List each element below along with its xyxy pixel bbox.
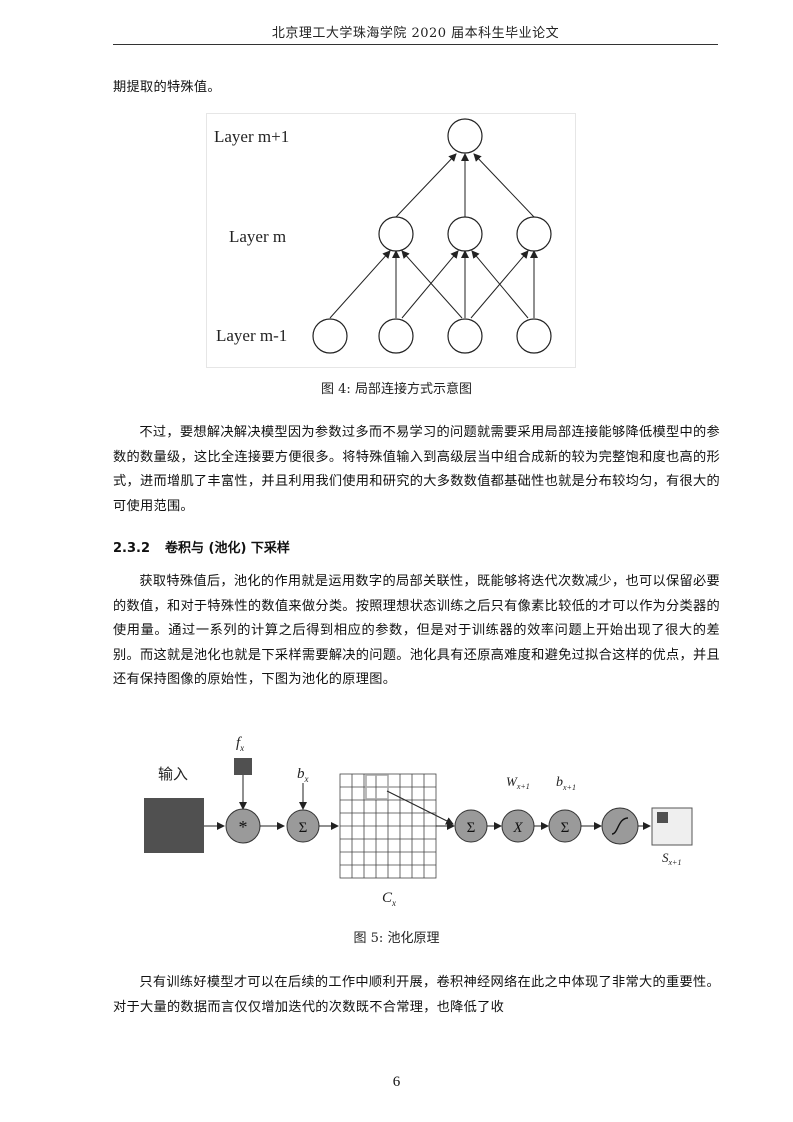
- input-label: 输入: [158, 766, 188, 783]
- section-heading: 2.3.2 卷积与 (池化) 下采样: [113, 537, 290, 556]
- header-rule: [113, 44, 718, 45]
- figure4-caption: 图 4: 局部连接方式示意图: [321, 382, 472, 397]
- b2-label: bx+1: [556, 775, 576, 792]
- running-header: 北京理工大学珠海学院 2020 届本科生毕业论文: [271, 26, 560, 41]
- section-number: 2.3.2: [113, 541, 151, 556]
- sum-symbol-3: Σ: [561, 820, 570, 836]
- input-block: [144, 798, 204, 853]
- paragraph-2: 不过，要想解决解决模型因为参数过多而不易学习的问题就需要采用局部连接能够降低模型…: [113, 425, 720, 514]
- neuron-mid-1: [378, 216, 414, 252]
- w-label: Wx+1: [506, 774, 530, 791]
- filter-block: [234, 758, 252, 775]
- s-label: Sx+1: [662, 850, 681, 867]
- c-label: Cx: [382, 890, 396, 908]
- neuron-mid-3: [516, 216, 552, 252]
- layer-bottom-label: Layer m-1: [216, 326, 287, 345]
- neurons: [312, 118, 552, 354]
- output-pixel: [657, 812, 668, 823]
- figure5-caption: 图 5: 池化原理: [353, 931, 440, 946]
- activation-node: [601, 807, 639, 845]
- sum-symbol-1: Σ: [299, 820, 308, 836]
- pooling-window: [365, 774, 389, 800]
- b-label: bx: [297, 766, 309, 784]
- convolution-symbol: *: [239, 817, 248, 837]
- sigmoid-icon: [611, 817, 629, 835]
- neuron-bottom-2: [378, 318, 414, 354]
- neuron-top: [447, 118, 483, 154]
- neuron-bottom-3: [447, 318, 483, 354]
- neuron-bottom-1: [312, 318, 348, 354]
- page-number: 6: [392, 1074, 401, 1090]
- figure-pooling-principle: 输入 fx * bx Σ Cx Σ Wx+1 X bx+1 Σ: [144, 735, 693, 908]
- paragraph-4: 只有训练好模型才可以在后续的工作中顺利开展，卷积神经网络在此之中体现了非常大的重…: [113, 975, 720, 1015]
- section-title: 卷积与 (池化) 下采样: [165, 541, 290, 556]
- layer-top-label: Layer m+1: [214, 127, 289, 146]
- sum-symbol-2: Σ: [467, 820, 476, 836]
- paragraph-1: 期提取的特殊值。: [113, 80, 221, 95]
- figure-local-connection: Layer m+1 Layer m Layer m-1: [206, 113, 576, 368]
- neuron-mid-2: [447, 216, 483, 252]
- f-label: fx: [236, 735, 244, 753]
- paragraph-3: 获取特殊值后，池化的作用就是运用数字的局部关联性，既能够将迭代次数减少，也可以保…: [113, 574, 720, 688]
- neuron-bottom-4: [516, 318, 552, 354]
- connection-arrows: [329, 153, 538, 319]
- layer-mid-label: Layer m: [229, 227, 286, 246]
- x-symbol: X: [512, 820, 523, 836]
